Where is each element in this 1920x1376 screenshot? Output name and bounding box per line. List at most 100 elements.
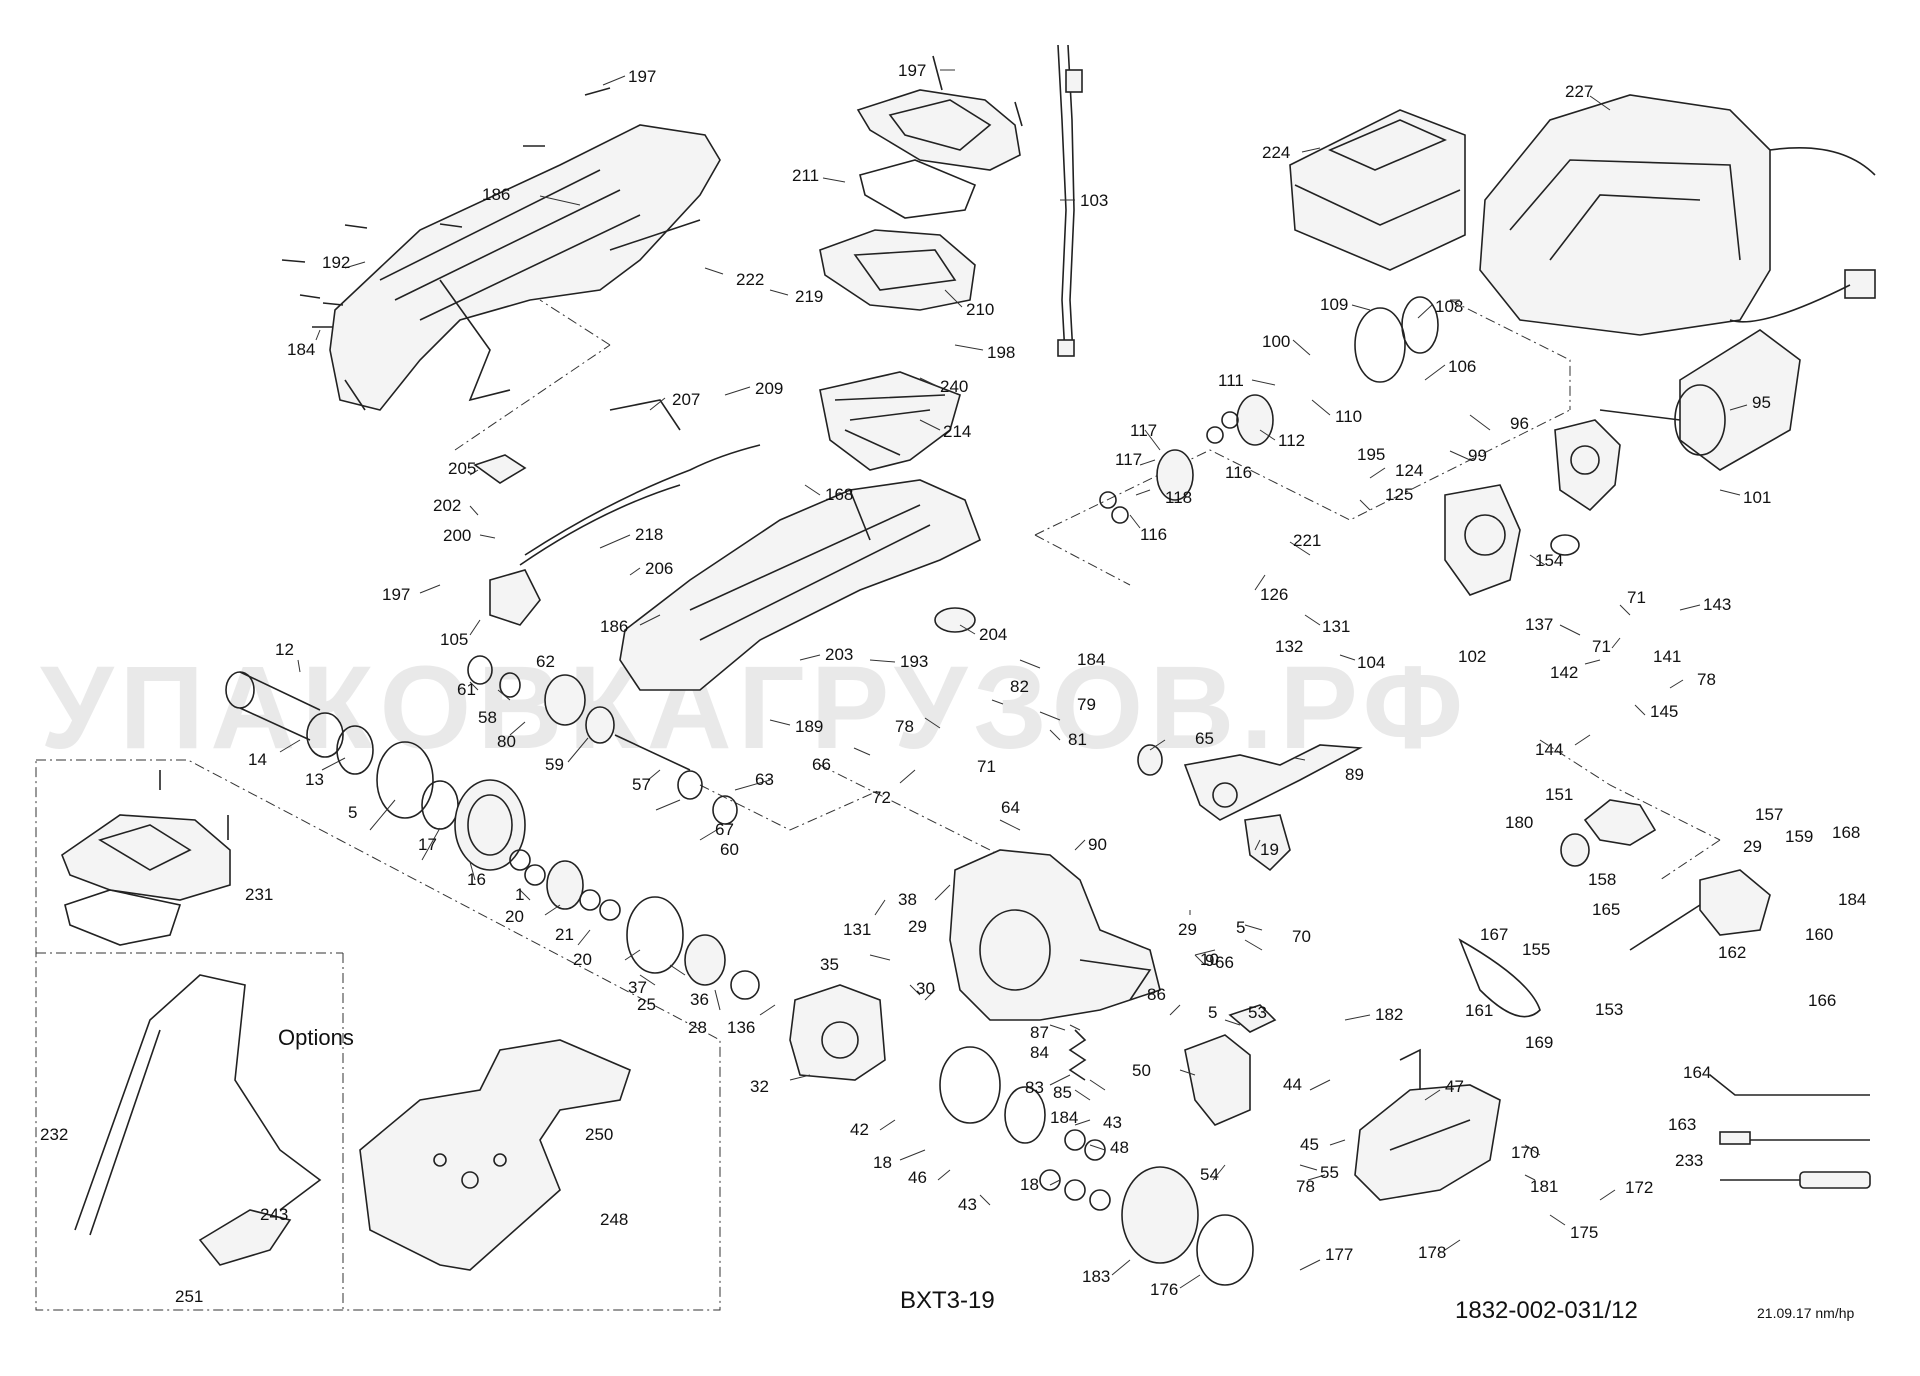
callout-label: 232 (40, 1125, 68, 1144)
callout-label: 38 (898, 890, 917, 909)
bearing-flange-part (789, 984, 1254, 1286)
callout-label: 82 (1010, 677, 1029, 696)
callout-label: 207 (672, 390, 700, 409)
callout-label: 197 (382, 585, 410, 604)
callout-label: 165 (1592, 900, 1620, 919)
charger-part (1479, 94, 1876, 336)
callout-label: 131 (1322, 617, 1350, 636)
callout-label: 14 (248, 750, 267, 769)
callout-label: 157 (1755, 805, 1783, 824)
handle-housing-part (619, 479, 982, 691)
callout-label: 248 (600, 1210, 628, 1229)
callout-label: 240 (940, 377, 968, 396)
callout-label: 50 (1132, 1061, 1151, 1080)
callout-label: 71 (1627, 588, 1646, 607)
callout-label: 19 (1260, 840, 1279, 859)
callout-label: 155 (1522, 940, 1550, 959)
callout-label: 183 (1082, 1267, 1110, 1286)
callout-label: 195 (1357, 445, 1385, 464)
callout-label: 53 (1248, 1003, 1267, 1022)
callout-label: 70 (1292, 927, 1311, 946)
callout-label: 181 (1530, 1177, 1558, 1196)
callout-label: 89 (1345, 765, 1364, 784)
tools-part (1709, 1074, 1871, 1189)
callout-label: 35 (820, 955, 839, 974)
callout-label: 72 (872, 788, 891, 807)
callout-label: 55 (1320, 1163, 1339, 1182)
callout-label: 25 (637, 995, 656, 1014)
callout-label: 112 (1278, 431, 1305, 450)
callout-label: 222 (736, 270, 764, 289)
callout-label: 167 (1480, 925, 1508, 944)
callout-label: 125 (1385, 485, 1413, 504)
callout-label: 137 (1525, 615, 1553, 634)
bearing-rings-part (1354, 296, 1439, 383)
callout-label: 136 (727, 1018, 755, 1037)
battery-cover-part (856, 55, 1023, 219)
callout-label: 117 (1115, 450, 1142, 469)
callout-label: 90 (1088, 835, 1107, 854)
callout-label: 182 (1375, 1005, 1403, 1024)
callout-label: 143 (1703, 595, 1731, 614)
callout-label: 20 (505, 907, 524, 926)
callout-label: 180 (1505, 813, 1533, 832)
callout-label: 64 (1001, 798, 1020, 817)
pcb-part (819, 371, 961, 471)
callout-label: 37 (628, 978, 647, 997)
callout-label: 184 (1050, 1108, 1078, 1127)
callout-label: 203 (825, 645, 853, 664)
pinion-shaft-part (467, 655, 738, 825)
housing-cover-part (819, 229, 976, 311)
callout-label: 5 (1236, 918, 1245, 937)
callout-label: 211 (792, 166, 819, 185)
callout-label: 61 (457, 680, 476, 699)
battery-pack-part (1289, 109, 1466, 271)
callout-label: 78 (1296, 1177, 1315, 1196)
callout-label: 186 (482, 185, 510, 204)
callout-label: 28 (688, 1018, 707, 1037)
callout-label: 100 (1262, 332, 1290, 351)
options-parts (61, 770, 631, 1271)
small-gears-part (1039, 1129, 1111, 1211)
callout-label: 233 (1675, 1151, 1703, 1170)
callout-label: 108 (1435, 297, 1463, 316)
main-housing-part (949, 849, 1161, 1021)
tensioner-part (1560, 799, 1771, 951)
callout-label: 13 (305, 770, 324, 789)
callout-label: 197 (898, 61, 926, 80)
ring-gear-part (376, 741, 526, 871)
callout-label: 66 (1215, 953, 1234, 972)
motor-flange-part (1554, 419, 1621, 512)
callout-label: 84 (1030, 1043, 1049, 1062)
callout-label: 111 (1218, 371, 1244, 390)
callout-label: 85 (1053, 1083, 1072, 1102)
callout-label: 83 (1025, 1078, 1044, 1097)
callout-label: 175 (1570, 1223, 1598, 1242)
callout-label: 161 (1465, 1001, 1493, 1020)
callout-label: 43 (958, 1195, 977, 1214)
watermark-text: УПАКОВКАГРУЗОВ.РФ (40, 642, 1469, 774)
callout-label: 71 (1592, 637, 1611, 656)
callout-label: 81 (1068, 730, 1087, 749)
callout-label: 198 (987, 343, 1015, 362)
callout-label: 169 (1525, 1033, 1553, 1052)
callout-label: 214 (943, 422, 971, 441)
callout-label: 36 (690, 990, 709, 1009)
callout-label: 118 (1165, 488, 1192, 507)
callout-label: 124 (1395, 461, 1423, 480)
callout-label: 32 (750, 1077, 769, 1096)
callout-label: 131 (843, 920, 871, 939)
callout-labels: 197 186 192 184 197 211 222 219 210 198 … (40, 61, 1866, 1306)
chain-cover-part (1354, 1048, 1501, 1201)
callout-label: 1 (515, 885, 524, 904)
callout-label: 95 (1752, 393, 1771, 412)
callout-label: 10 (1200, 950, 1219, 969)
date-code: 21.09.17 nm/hp (1757, 1305, 1855, 1321)
callout-label: 172 (1625, 1178, 1653, 1197)
wire-harness-part (1057, 44, 1083, 357)
callout-label: 162 (1718, 943, 1746, 962)
callout-label: 96 (1510, 414, 1529, 433)
callout-label: 186 (600, 617, 628, 636)
spindle-part (225, 671, 374, 775)
